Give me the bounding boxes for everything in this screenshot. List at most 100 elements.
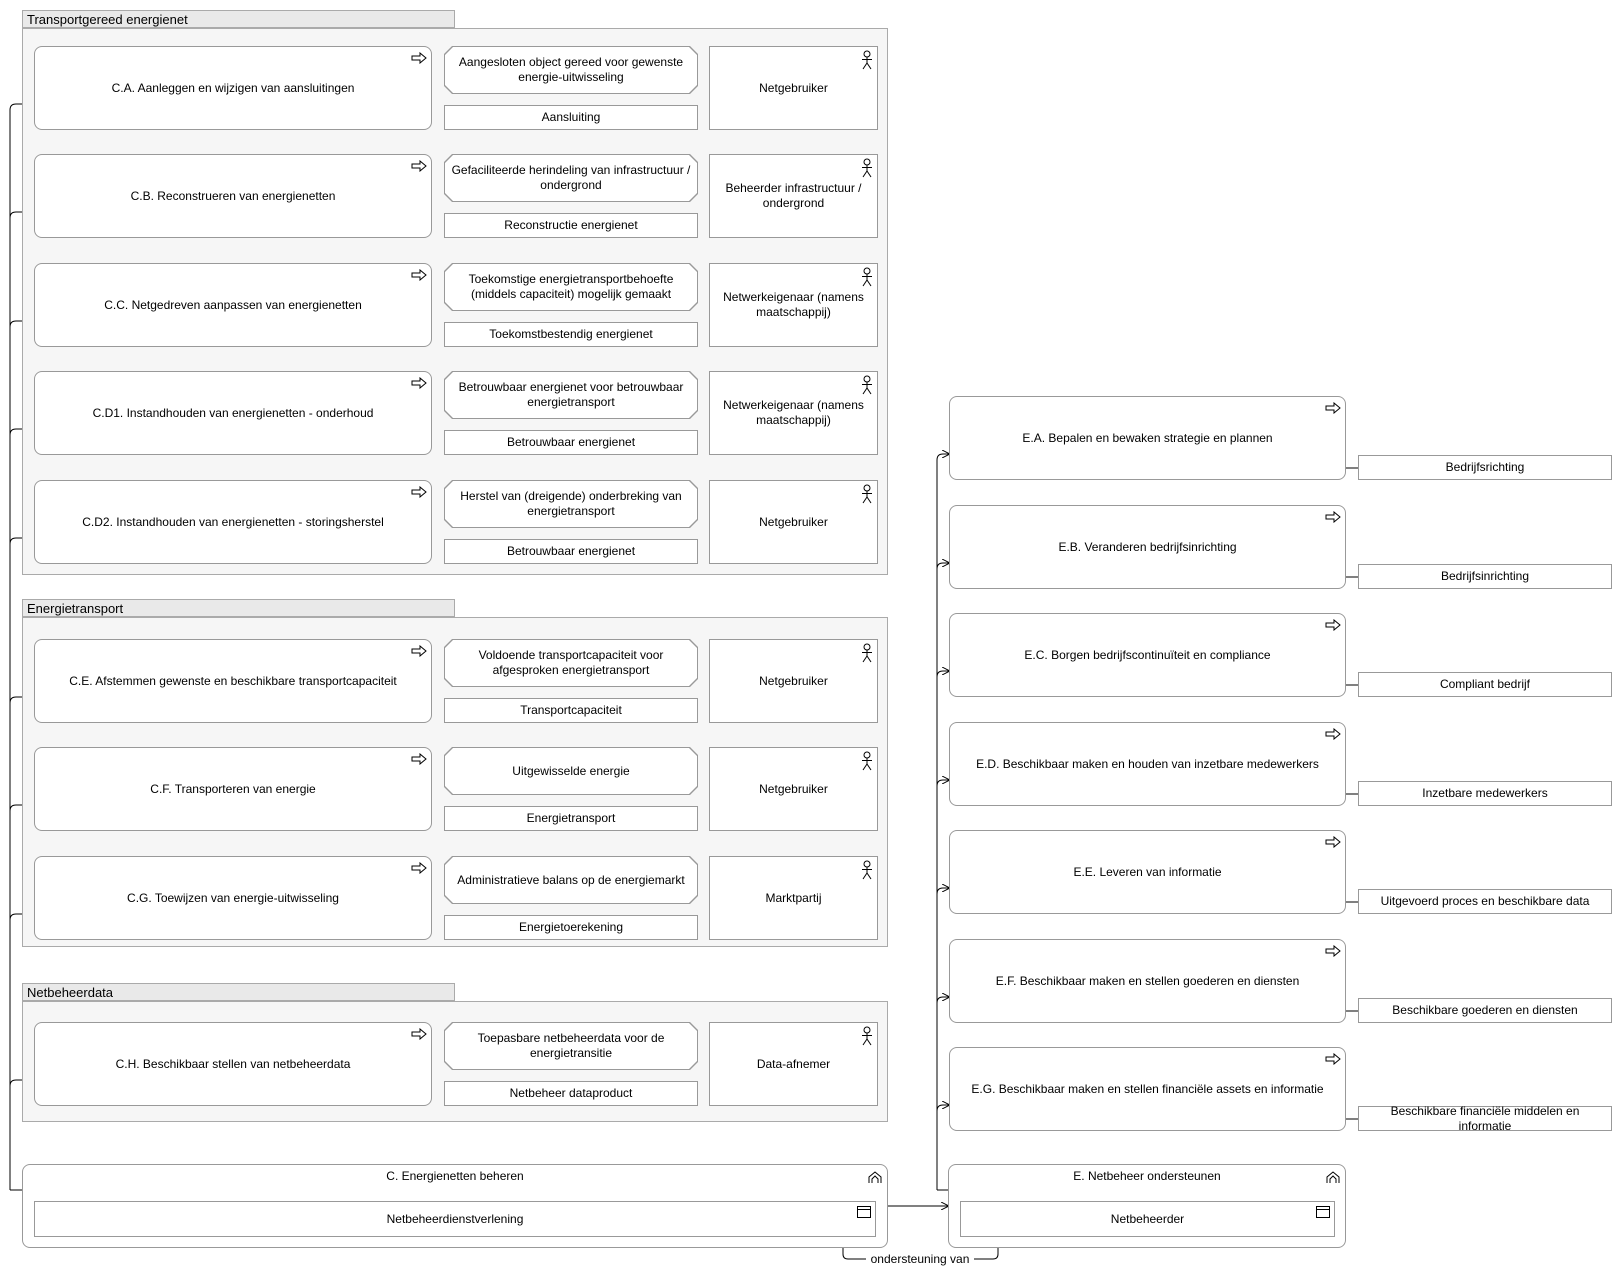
business-object-label: Energietoerekening [518, 920, 624, 934]
process-label: C.C. Netgedreven aanpassen van energiene… [104, 297, 362, 312]
service-netbeheerdienstverlening[interactable]: Netbeheerdienstverlening [34, 1201, 876, 1237]
actor-icon [862, 158, 872, 178]
value-box[interactable]: Administratieve balans op de energiemark… [444, 856, 698, 904]
actor-icon [862, 751, 872, 771]
business-object-label: Aansluiting [541, 110, 601, 124]
business-object-box[interactable]: Transportcapaciteit [444, 698, 698, 723]
support-process-label: E.D. Beschikbaar maken en houden van inz… [976, 756, 1319, 771]
support-object-box[interactable]: Inzetbare medewerkers [1358, 781, 1612, 806]
support-process-box[interactable]: E.F. Beschikbaar maken en stellen goeder… [949, 939, 1346, 1023]
actor-label: Netwerkeigenaar (namens maatschappij) [723, 290, 864, 319]
process-arrow-icon [411, 862, 427, 874]
actor-label: Netgebruiker [759, 673, 828, 688]
support-process-label: E.G. Beschikbaar maken en stellen financ… [971, 1081, 1324, 1096]
service-icon [1316, 1206, 1330, 1218]
support-object-box[interactable]: Compliant bedrijf [1358, 672, 1612, 697]
business-object-box[interactable]: Aansluiting [444, 105, 698, 130]
value-label: Toekomstige energietransportbehoefte (mi… [445, 264, 697, 310]
support-process-label: E.A. Bepalen en bewaken strategie en pla… [1022, 430, 1273, 445]
relation-label: ondersteuning van [866, 1252, 974, 1266]
business-object-box[interactable]: Energietransport [444, 806, 698, 831]
process-arrow-icon [411, 160, 427, 172]
support-object-box[interactable]: Uitgevoerd proces en beschikbare data [1358, 889, 1612, 914]
value-box[interactable]: Uitgewisselde energie [444, 747, 698, 795]
process-box[interactable]: C.D1. Instandhouden van energienetten - … [34, 371, 432, 455]
business-object-label: Betrouwbaar energienet [506, 544, 636, 558]
value-box[interactable]: Aangesloten object gereed voor gewenste … [444, 46, 698, 94]
actor-box[interactable]: Netwerkeigenaar (namens maatschappij) [709, 371, 878, 455]
actor-label: Beheerder infrastructuur / ondergrond [725, 181, 862, 210]
support-object-label: Beschikbare financiële middelen en infor… [1390, 1103, 1580, 1133]
value-label: Toepasbare netbeheerdata voor de energie… [445, 1023, 697, 1069]
process-arrow-icon [411, 1028, 427, 1040]
process-arrow-icon [411, 645, 427, 657]
business-object-box[interactable]: Betrouwbaar energienet [444, 430, 698, 455]
process-box[interactable]: C.H. Beschikbaar stellen van netbeheerda… [34, 1022, 432, 1106]
capability-icon [868, 1171, 882, 1183]
actor-label: Marktpartij [765, 890, 822, 905]
actor-box[interactable]: Beheerder infrastructuur / ondergrond [709, 154, 878, 238]
support-process-box[interactable]: E.E. Leveren van informatie [949, 830, 1346, 914]
process-box[interactable]: C.E. Afstemmen gewenste en beschikbare t… [34, 639, 432, 723]
actor-box[interactable]: Netgebruiker [709, 480, 878, 564]
actor-box[interactable]: Netwerkeigenaar (namens maatschappij) [709, 263, 878, 347]
support-process-box[interactable]: E.A. Bepalen en bewaken strategie en pla… [949, 396, 1346, 480]
support-process-box[interactable]: E.D. Beschikbaar maken en houden van inz… [949, 722, 1346, 806]
process-arrow-icon [411, 269, 427, 281]
business-object-box[interactable]: Toekomstbestendig energienet [444, 322, 698, 347]
actor-label: Netgebruiker [759, 80, 828, 95]
value-box[interactable]: Toepasbare netbeheerdata voor de energie… [444, 1022, 698, 1070]
business-object-box[interactable]: Reconstructie energienet [444, 213, 698, 238]
support-object-box[interactable]: Beschikbare goederen en diensten [1358, 998, 1612, 1023]
value-box[interactable]: Gefaciliteerde herindeling van infrastru… [444, 154, 698, 202]
process-label: C.F. Transporteren van energie [150, 781, 316, 796]
support-object-label: Compliant bedrijf [1439, 677, 1531, 691]
value-label: Betrouwbaar energienet voor betrouwbaar … [445, 372, 697, 418]
process-box[interactable]: C.F. Transporteren van energie [34, 747, 432, 831]
service-icon [857, 1206, 871, 1218]
actor-box[interactable]: Netgebruiker [709, 46, 878, 130]
value-label: Gefaciliteerde herindeling van infrastru… [445, 155, 697, 201]
group-title: Energietransport [27, 601, 124, 616]
process-arrow-icon [411, 52, 427, 64]
actor-box[interactable]: Netgebruiker [709, 747, 878, 831]
support-object-box[interactable]: Bedrijfsrichting [1358, 455, 1612, 480]
service-label: Netbeheerdienstverlening [386, 1211, 524, 1226]
process-box[interactable]: C.C. Netgedreven aanpassen van energiene… [34, 263, 432, 347]
value-box[interactable]: Voldoende transportcapaciteit voor afges… [444, 639, 698, 687]
support-object-box[interactable]: Beschikbare financiële middelen en infor… [1358, 1103, 1612, 1133]
support-process-box[interactable]: E.G. Beschikbaar maken en stellen financ… [949, 1047, 1346, 1131]
support-process-box[interactable]: E.B. Veranderen bedrijfsinrichting [949, 505, 1346, 589]
process-arrow-icon [1325, 836, 1341, 848]
actor-icon [862, 1026, 872, 1046]
capability-title: E. Netbeheer ondersteunen [1073, 1169, 1221, 1183]
actor-box[interactable]: Netgebruiker [709, 639, 878, 723]
process-box[interactable]: C.G. Toewijzen van energie-uitwisseling [34, 856, 432, 940]
capability-energienetten-beheren[interactable]: C. Energienetten beheren Netbeheerdienst… [22, 1164, 888, 1248]
value-box[interactable]: Toekomstige energietransportbehoefte (mi… [444, 263, 698, 311]
process-label: C.B. Reconstrueren van energienetten [130, 188, 336, 203]
actor-box[interactable]: Data-afnemer [709, 1022, 878, 1106]
value-box[interactable]: Betrouwbaar energienet voor betrouwbaar … [444, 371, 698, 419]
actor-icon [862, 375, 872, 395]
process-label: C.D2. Instandhouden van energienetten - … [82, 514, 384, 529]
business-object-box[interactable]: Netbeheer dataproduct [444, 1081, 698, 1106]
actor-icon [862, 50, 872, 70]
value-box[interactable]: Herstel van (dreigende) onderbreking van… [444, 480, 698, 528]
group-tab-transportgereed: Transportgereed energienet [22, 10, 455, 28]
process-arrow-icon [411, 377, 427, 389]
actor-box[interactable]: Marktpartij [709, 856, 878, 940]
process-label: C.G. Toewijzen van energie-uitwisseling [127, 890, 339, 905]
capability-netbeheer-ondersteunen[interactable]: E. Netbeheer ondersteunen Netbeheerder [948, 1164, 1346, 1248]
process-box[interactable]: C.A. Aanleggen en wijzigen van aansluiti… [34, 46, 432, 130]
business-object-box[interactable]: Betrouwbaar energienet [444, 539, 698, 564]
support-object-box[interactable]: Bedrijfsinrichting [1358, 564, 1612, 589]
support-process-box[interactable]: E.C. Borgen bedrijfscontinuïteit en comp… [949, 613, 1346, 697]
actor-icon [862, 860, 872, 880]
business-object-box[interactable]: Energietoerekening [444, 915, 698, 940]
process-box[interactable]: C.D2. Instandhouden van energienetten - … [34, 480, 432, 564]
support-object-label: Bedrijfsrichting [1445, 460, 1525, 474]
service-netbeheerder[interactable]: Netbeheerder [960, 1201, 1335, 1237]
process-box[interactable]: C.B. Reconstrueren van energienetten [34, 154, 432, 238]
support-process-label: E.F. Beschikbaar maken en stellen goeder… [995, 973, 1300, 988]
